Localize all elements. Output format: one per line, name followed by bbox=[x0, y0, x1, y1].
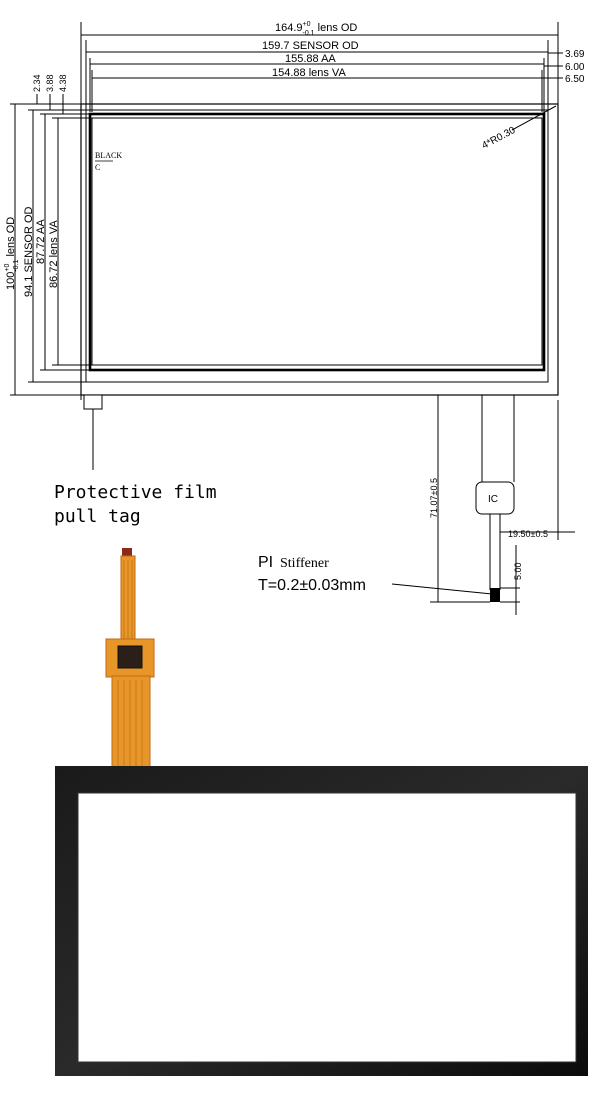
dim-right-offset-3: 6.50 bbox=[565, 74, 585, 85]
dim-height-lens-va: 86.72 lens VA bbox=[48, 220, 60, 288]
dim-lens-od: 164.9+0-0.1 lens OD bbox=[275, 21, 357, 37]
dim-fpc-length: 71.07±0.5 bbox=[429, 478, 439, 518]
pi-label: PI bbox=[258, 554, 273, 571]
width-dimension-lines bbox=[81, 34, 558, 79]
panel-outlines bbox=[80, 103, 559, 396]
fpc-tail bbox=[475, 395, 515, 590]
pull-tag-shape bbox=[83, 394, 103, 410]
dim-lens-va: 154.88 lens VA bbox=[272, 67, 346, 79]
black-note: BLACK bbox=[95, 151, 122, 160]
fpc-cable bbox=[105, 548, 155, 771]
dim-right-offset-1: 3.69 bbox=[565, 49, 585, 60]
dim-stiffener-len: 5.00 bbox=[513, 562, 523, 580]
dim-height-lens-od: 100+0-0.1 lens OD bbox=[4, 217, 20, 290]
thickness-label: T=0.2±0.03mm bbox=[258, 577, 366, 594]
dim-top-offset-2: 3.88 bbox=[45, 74, 55, 92]
technical-drawing: 164.9+0-0.1 lens OD 159.7 SENSOR OD 155.… bbox=[4, 21, 585, 615]
stiffener-label: Stiffener bbox=[280, 556, 329, 571]
dim-top-offset-1: 2.34 bbox=[32, 74, 42, 92]
dim-fpc-offset: 19.50±0.5 bbox=[508, 529, 548, 539]
height-dimension-lines bbox=[14, 104, 59, 395]
dim-height-aa: 87.72 AA bbox=[35, 219, 47, 264]
dim-top-offset-3: 4.38 bbox=[58, 74, 68, 92]
dim-aa: 155.88 AA bbox=[285, 53, 336, 65]
fpc-dimension-lines bbox=[430, 395, 575, 615]
ic-label: IC bbox=[488, 494, 498, 505]
touch-panel-glass bbox=[78, 793, 576, 1062]
dim-right-offset-2: 6.00 bbox=[565, 62, 585, 73]
right-offset-leaders bbox=[542, 52, 563, 79]
dim-sensor-od: 159.7 SENSOR OD bbox=[262, 40, 359, 52]
black-note-c: C bbox=[95, 163, 100, 172]
pi-stiffener-block bbox=[490, 588, 500, 602]
product-render bbox=[55, 548, 588, 1076]
pull-tag-label: pull tag bbox=[54, 506, 141, 527]
dim-corner-radius: 4*R0.30 bbox=[480, 125, 517, 152]
dim-height-sensor-od: 94.1 SENSOR OD bbox=[23, 206, 35, 297]
top-offset-ticks bbox=[36, 94, 64, 114]
protective-film-label: Protective film bbox=[54, 482, 217, 503]
